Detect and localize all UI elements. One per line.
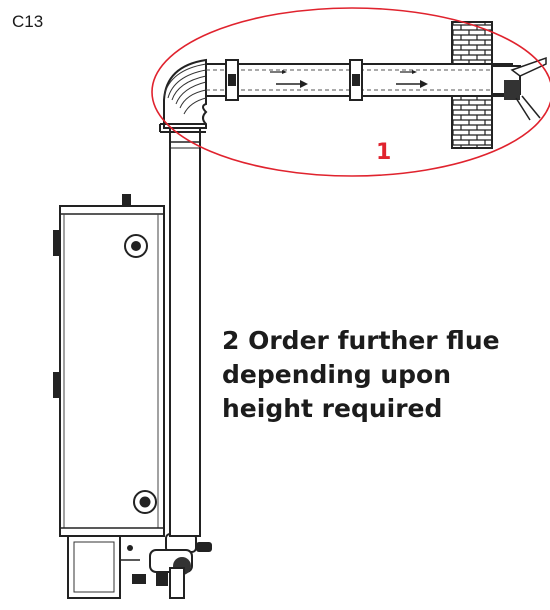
flue-terminal [491,56,547,121]
highlight-ellipse [151,7,550,177]
note-line-2: depending upon [222,360,452,389]
note-line-3: height required [222,394,443,423]
brick-wall [451,21,493,149]
flow-arrow-icon [270,70,308,88]
order-note: 2 Order further flue depending upon heig… [222,324,500,426]
callout-number-1: 1 [376,140,392,165]
horizontal-flue-pipe [205,59,513,101]
note-line-1: 2 Order further flue [222,326,500,355]
gas-valve [149,533,212,599]
burner-base [67,535,146,599]
flow-arrow-icon [396,70,428,88]
flue-elbow [159,58,208,133]
upper-port-icon [124,234,148,258]
lower-port-icon [133,490,157,514]
vertical-flue-pipe [169,127,201,537]
figure-code: C13 [12,12,44,31]
water-heater-cabinet [53,194,165,537]
